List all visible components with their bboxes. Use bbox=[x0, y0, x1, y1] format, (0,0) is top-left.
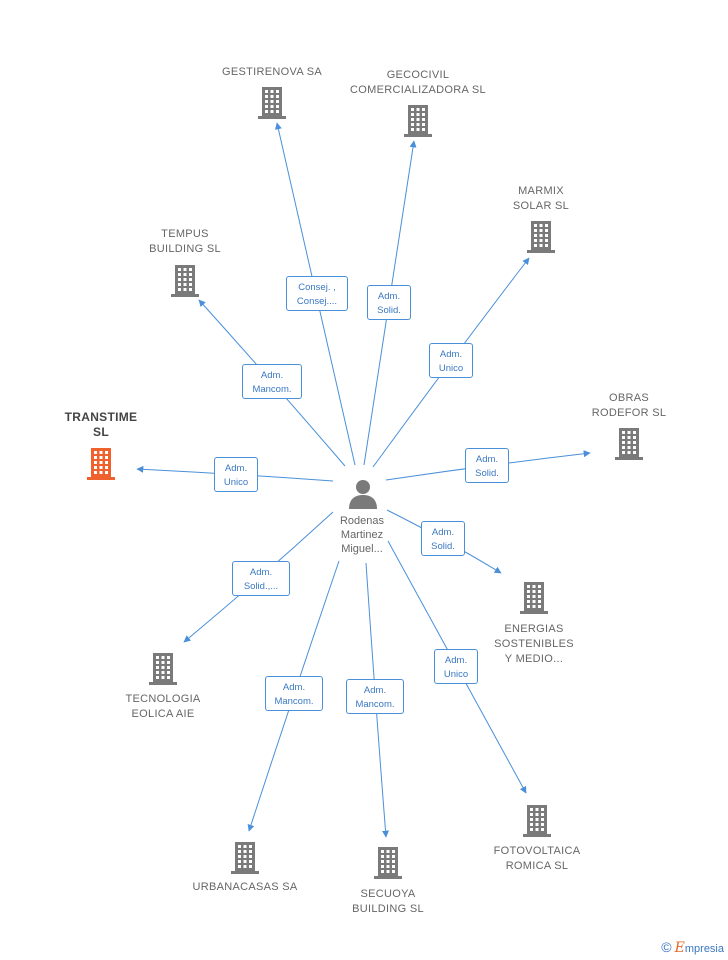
company-node-energias[interactable]: ENERGIAS SOSTENIBLES Y MEDIO... bbox=[454, 580, 614, 667]
company-node-gestirenova[interactable]: GESTIRENOVA SA bbox=[192, 65, 352, 119]
relation-badge-tecnologia[interactable]: Adm. Solid.,... bbox=[232, 561, 290, 596]
company-node-secuoya[interactable]: SECUOYA BUILDING SL bbox=[308, 845, 468, 917]
building-icon bbox=[523, 805, 551, 837]
company-name: TEMPUS BUILDING SL bbox=[149, 228, 221, 255]
company-name: SECUOYA BUILDING SL bbox=[352, 888, 424, 915]
relation-badge-transtime[interactable]: Adm. Unico bbox=[214, 457, 258, 492]
building-icon bbox=[87, 448, 115, 480]
company-node-marmix[interactable]: MARMIX SOLAR SL bbox=[461, 184, 621, 253]
footer-brand: © Empresia bbox=[661, 939, 724, 956]
building-icon bbox=[149, 653, 177, 685]
relation-badge-secuoya[interactable]: Adm. Mancom. bbox=[346, 679, 404, 714]
company-name: GESTIRENOVA SA bbox=[222, 66, 322, 78]
relation-badge-marmix[interactable]: Adm. Unico bbox=[429, 343, 473, 378]
center-person-name: Rodenas Martinez Miguel... bbox=[339, 515, 385, 555]
relation-badge-fotovoltaica[interactable]: Adm. Unico bbox=[434, 649, 478, 684]
building-icon bbox=[374, 847, 402, 879]
company-node-tecnologia[interactable]: TECNOLOGIA EOLICA AIE bbox=[83, 651, 243, 722]
center-person[interactable] bbox=[346, 478, 380, 510]
relation-badge-tempus[interactable]: Adm. Mancom. bbox=[242, 364, 302, 399]
copyright-symbol: © bbox=[661, 939, 672, 955]
relation-badge-urbanacasas[interactable]: Adm. Mancom. bbox=[265, 676, 323, 711]
company-node-obras[interactable]: OBRAS RODEFOR SL bbox=[549, 391, 709, 460]
relation-badge-energias[interactable]: Adm. Solid. bbox=[421, 521, 465, 556]
company-node-urbanacasas[interactable]: URBANACASAS SA bbox=[165, 840, 325, 895]
company-node-tempus[interactable]: TEMPUS BUILDING SL bbox=[105, 227, 265, 297]
building-icon bbox=[520, 582, 548, 614]
company-name: URBANACASAS SA bbox=[192, 881, 298, 893]
building-icon bbox=[231, 842, 259, 874]
building-icon bbox=[404, 105, 432, 137]
company-name: MARMIX SOLAR SL bbox=[512, 185, 570, 212]
company-name: TECNOLOGIA EOLICA AIE bbox=[125, 693, 201, 720]
relation-badge-gecocivil[interactable]: Adm. Solid. bbox=[367, 285, 411, 320]
company-name: ENERGIAS SOSTENIBLES Y MEDIO... bbox=[494, 623, 574, 665]
building-icon bbox=[171, 265, 199, 297]
relation-badge-obras[interactable]: Adm. Solid. bbox=[465, 448, 509, 483]
company-name: FOTOVOLTAICA ROMICA SL bbox=[493, 845, 581, 872]
company-node-gecocivil[interactable]: GECOCIVIL COMERCIALIZADORA SL bbox=[338, 68, 498, 137]
brand-name: mpresia bbox=[684, 943, 724, 955]
company-name: TRANSTIME SL bbox=[64, 410, 138, 439]
company-node-fotovoltaica[interactable]: FOTOVOLTAICA ROMICA SL bbox=[457, 803, 617, 874]
person-icon bbox=[349, 480, 377, 509]
relation-badge-gestirenova[interactable]: Consej. , Consej.... bbox=[286, 276, 348, 311]
building-icon bbox=[527, 221, 555, 253]
brand-initial: E bbox=[674, 940, 685, 956]
company-name: GECOCIVIL COMERCIALIZADORA SL bbox=[350, 69, 486, 96]
company-name: OBRAS RODEFOR SL bbox=[591, 392, 667, 419]
building-icon bbox=[258, 87, 286, 119]
building-icon bbox=[615, 428, 643, 460]
company-node-transtime[interactable]: TRANSTIME SL bbox=[21, 410, 181, 480]
